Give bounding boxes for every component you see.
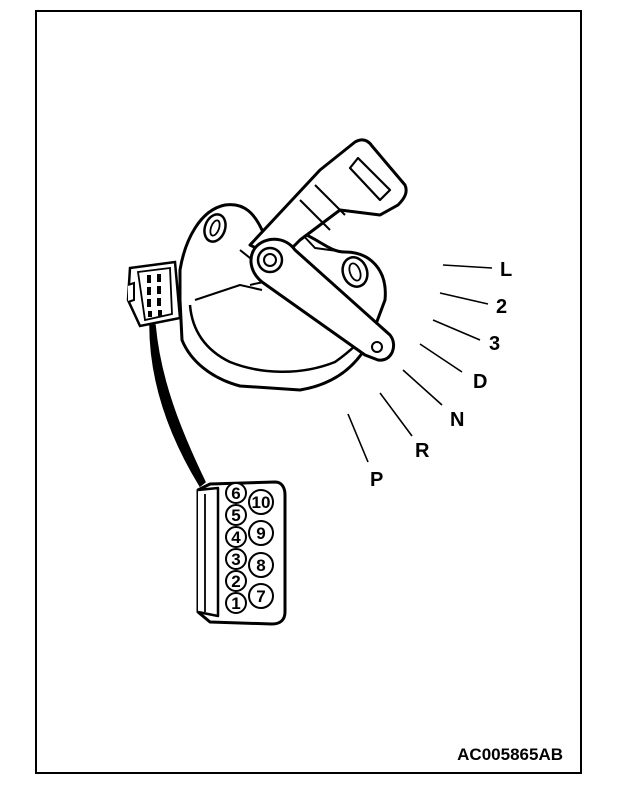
position-leader-lines (347, 264, 493, 463)
position-label-2: 2 (496, 296, 507, 318)
pin-number-1: 1 (231, 594, 240, 613)
pin-number-9: 9 (256, 524, 265, 543)
pin-number-5: 5 (231, 506, 240, 525)
position-label-N: N (450, 409, 464, 431)
position-label-3: 3 (489, 333, 500, 355)
manual-control-lever (248, 138, 408, 262)
connector-pins-right (248, 489, 274, 609)
switch-connector (126, 260, 182, 328)
pin-number-8: 8 (256, 556, 265, 575)
pin-number-3: 3 (231, 550, 240, 569)
position-label-P: P (370, 469, 383, 491)
connector-pins-left (225, 482, 247, 614)
pin-number-10: 10 (252, 493, 271, 512)
mounting-hole-left (203, 213, 227, 243)
pin-number-2: 2 (231, 572, 240, 591)
pin-number-4: 4 (231, 528, 241, 547)
figure-code: AC005865AB (457, 745, 563, 764)
pivot-arm (249, 237, 395, 362)
position-label-D: D (473, 371, 487, 393)
position-label-R: R (415, 440, 430, 462)
figure-frame (35, 10, 582, 774)
mounting-hole-right (341, 256, 369, 288)
position-label-L: L (500, 259, 512, 281)
pin-number-6: 6 (231, 484, 240, 503)
pin-number-7: 7 (256, 587, 265, 606)
harness-wire (149, 324, 206, 488)
